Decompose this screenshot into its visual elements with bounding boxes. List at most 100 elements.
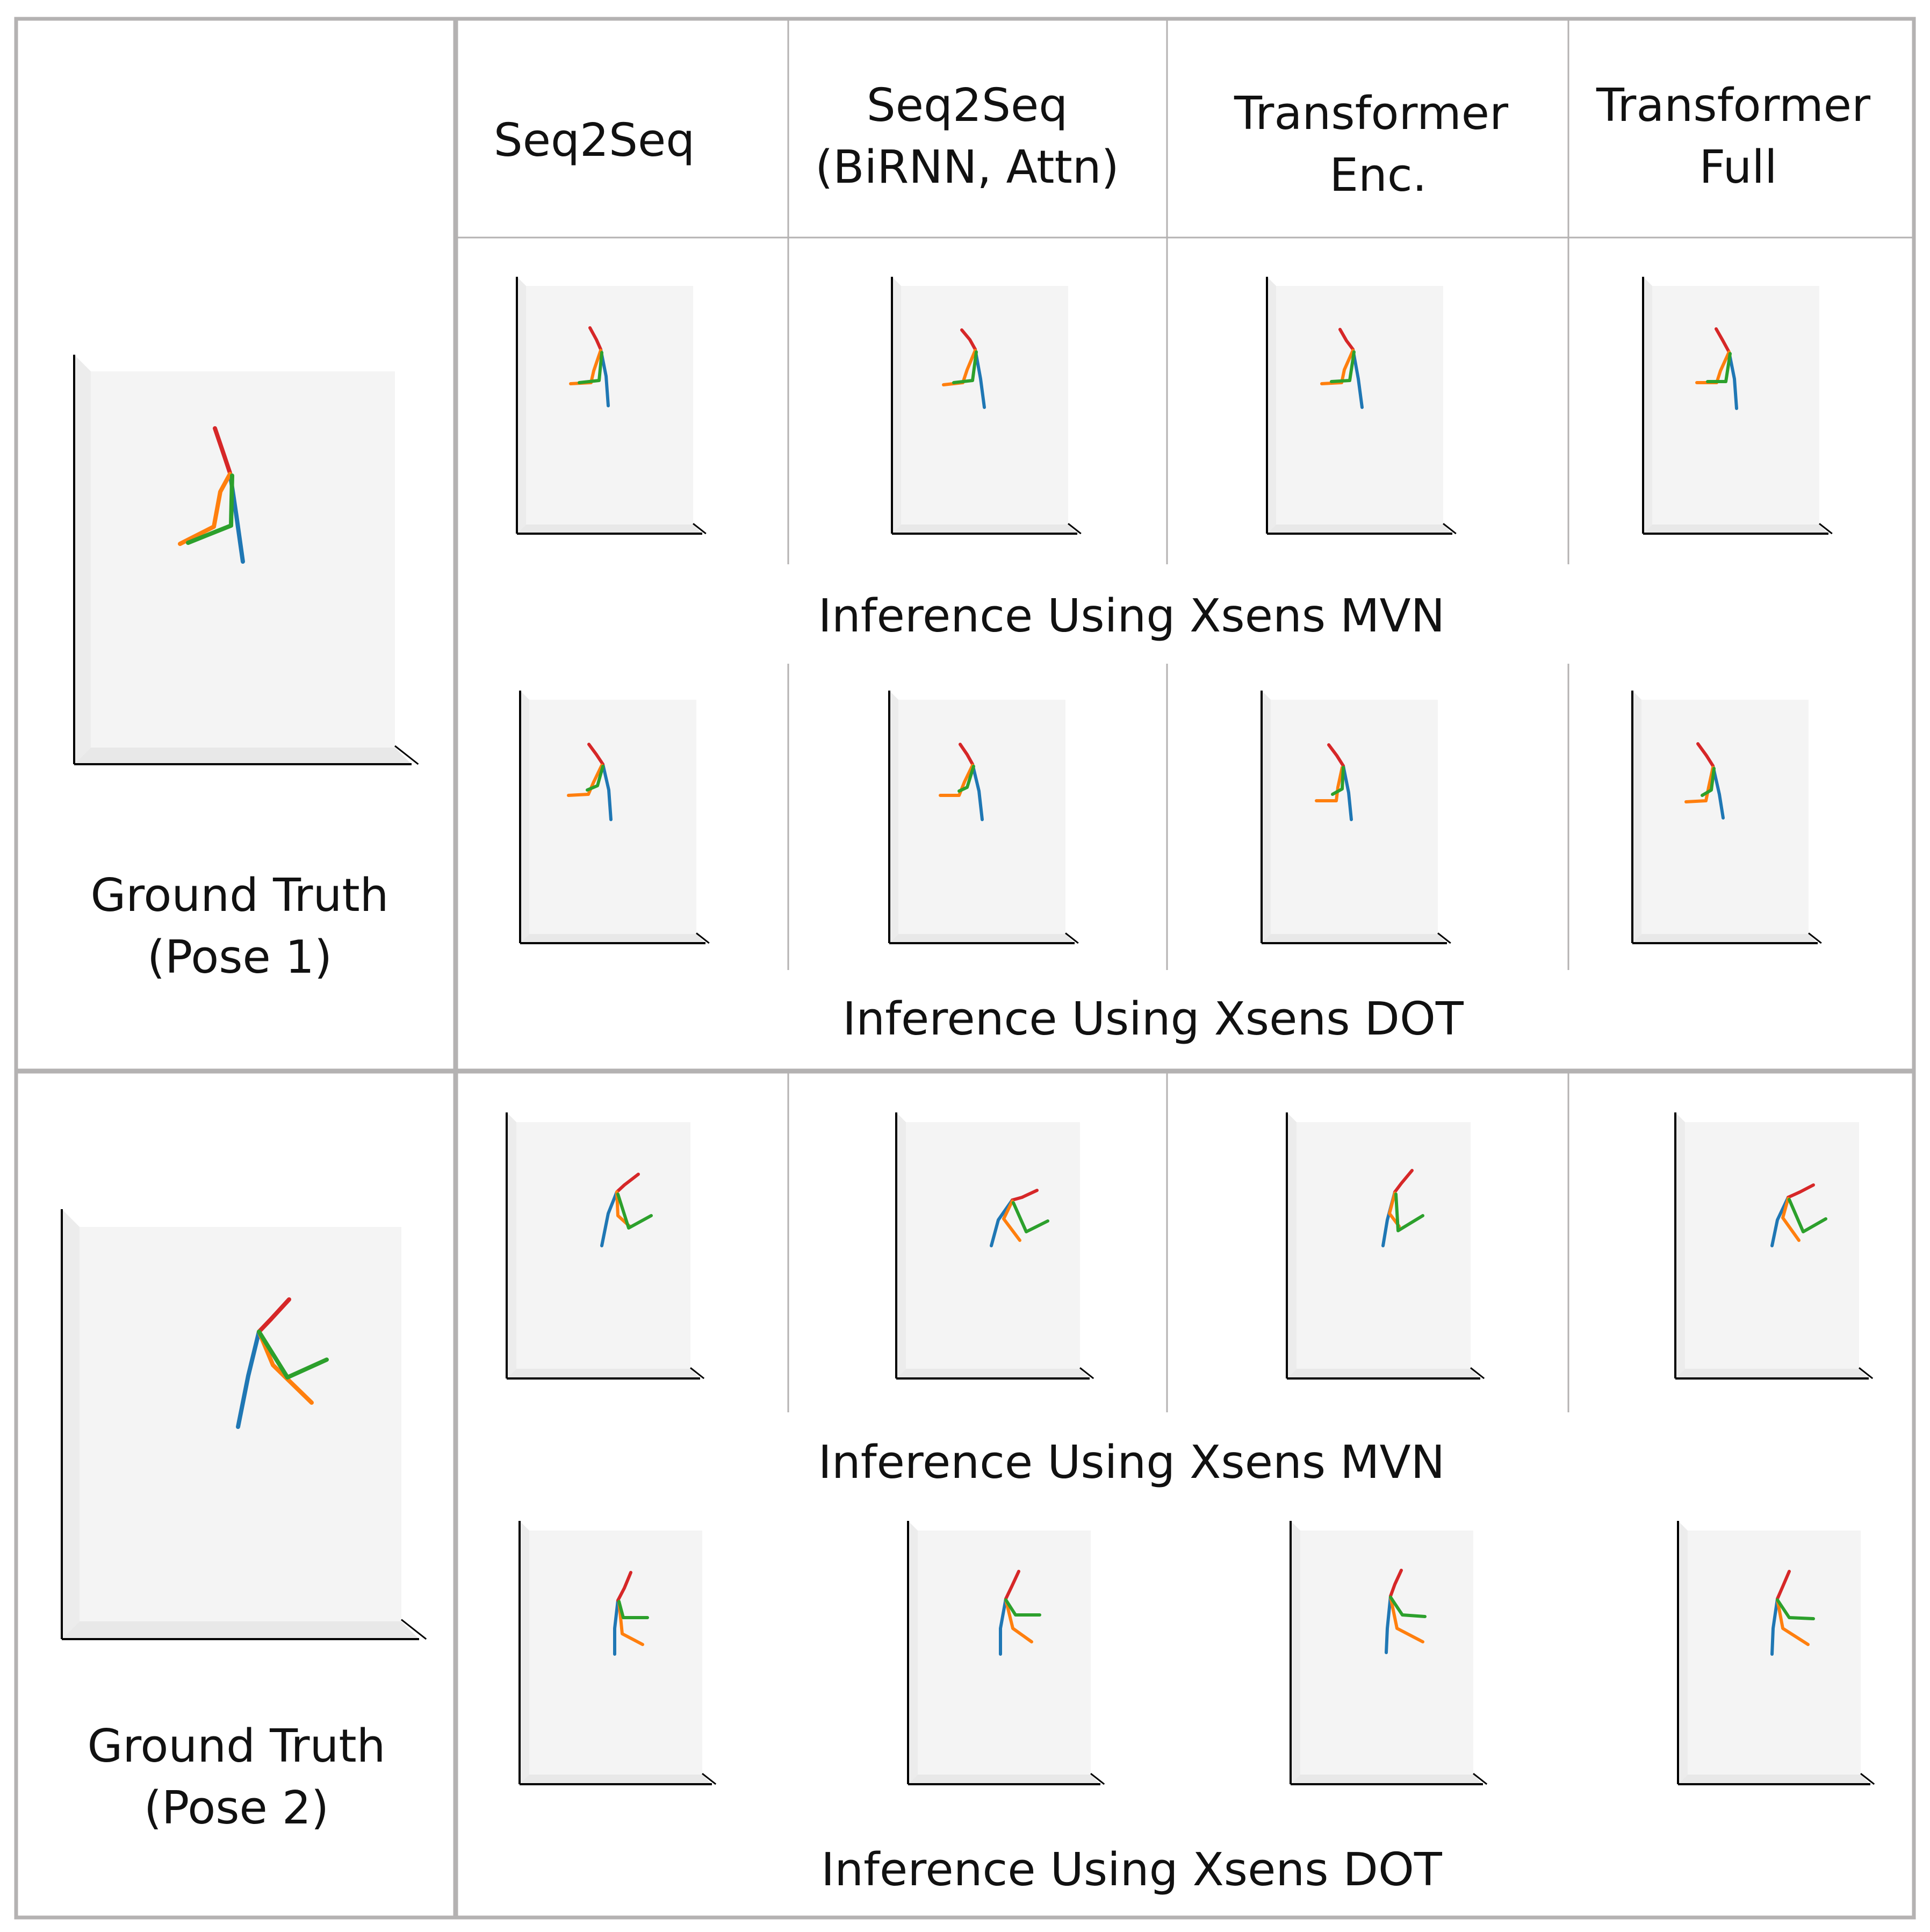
header-seq2seq-attn-line1: Seq2Seq xyxy=(867,79,1068,132)
blue-limb xyxy=(1770,1597,1779,1656)
pose-plots xyxy=(61,277,1875,1785)
depth-axis xyxy=(401,1619,427,1640)
green-limb xyxy=(616,1193,653,1230)
side-pane xyxy=(507,1112,516,1378)
p2-mvn-transformer-enc-axes xyxy=(1286,1112,1485,1380)
green-limb xyxy=(186,473,234,545)
header-transformer-full-line2: Full xyxy=(1699,141,1777,194)
blue-limb xyxy=(1727,350,1738,410)
row-label-pose2-mvn: Inference Using Xsens MVN xyxy=(818,1436,1445,1489)
red-limb xyxy=(257,1297,291,1334)
p2-mvn-seq2seq-attn-pose xyxy=(990,1189,1049,1247)
green-limb xyxy=(1012,1201,1049,1233)
p1-dot-seq2seq-pose xyxy=(567,743,613,821)
blue-limb xyxy=(974,348,986,409)
p1-mvn-seq2seq-attn-pose xyxy=(942,328,986,409)
red-limb xyxy=(1004,1570,1020,1600)
ground-truth-pose2-line1: Ground Truth xyxy=(87,1720,385,1773)
ground-truth-pose1-line1: Ground Truth xyxy=(90,869,388,922)
green-limb xyxy=(1701,767,1716,797)
orange-limb xyxy=(1388,1191,1401,1228)
green-limb xyxy=(1331,766,1345,796)
red-limb xyxy=(1776,1570,1791,1600)
p1-mvn-seq2seq-attn-axes xyxy=(891,277,1082,535)
header-transformer-enc-line2: Enc. xyxy=(1329,149,1427,202)
green-limb xyxy=(1706,352,1732,383)
row-label-pose1-mvn: Inference Using Xsens MVN xyxy=(818,590,1445,643)
blue-limb xyxy=(236,1330,261,1429)
side-pane xyxy=(1632,691,1641,943)
green-limb xyxy=(1330,350,1356,383)
depth-axis xyxy=(702,1773,717,1785)
floor-pane xyxy=(1291,1775,1483,1784)
outer-border xyxy=(14,17,1916,1920)
blue-limb xyxy=(999,1597,1007,1656)
back-pane xyxy=(1271,700,1438,934)
depth-axis xyxy=(1859,1367,1874,1380)
side-pane xyxy=(1643,277,1652,534)
red-limb xyxy=(1715,327,1731,354)
floor-pane xyxy=(1675,1369,1869,1378)
side-pane xyxy=(74,355,91,764)
green-limb xyxy=(1776,1598,1815,1620)
red-limb xyxy=(959,743,974,766)
p1-dot-seq2seq-attn-pose xyxy=(939,743,984,821)
header-seq2seq-attn-line2: (BiRNN, Attn) xyxy=(815,141,1119,194)
depth-axis xyxy=(394,745,419,765)
p2-dot-transformer-full-pose xyxy=(1770,1570,1815,1656)
side-pane xyxy=(520,691,529,943)
orange-limb xyxy=(1004,1598,1033,1643)
green-limb xyxy=(1004,1598,1041,1617)
side-pane xyxy=(1267,277,1276,534)
green-limb xyxy=(1389,1596,1427,1618)
row-label-pose2-dot: Inference Using Xsens DOT xyxy=(821,1843,1443,1897)
back-pane xyxy=(918,1531,1091,1775)
p1-dot-transformer-enc-axes xyxy=(1261,691,1451,944)
side-pane xyxy=(1291,1521,1300,1784)
green-limb xyxy=(578,351,603,384)
red-limb xyxy=(213,426,232,475)
depth-axis xyxy=(1443,523,1457,535)
p2-dot-seq2seq-attn-pose xyxy=(999,1570,1041,1656)
p2-dot-seq2seq-axes xyxy=(518,1521,717,1785)
table-grid xyxy=(14,17,1916,1920)
floor-pane xyxy=(1287,1369,1480,1378)
floor-pane xyxy=(1262,934,1447,943)
side-pane xyxy=(1262,691,1271,943)
back-pane xyxy=(1688,1531,1861,1775)
depth-axis xyxy=(1079,1367,1094,1380)
p1-dot-transformer-full-axes xyxy=(1631,691,1822,944)
floor-pane xyxy=(74,748,412,764)
floor-pane xyxy=(517,525,702,534)
side-pane xyxy=(520,1521,529,1784)
depth-axis xyxy=(1065,932,1079,944)
blue-limb xyxy=(600,1190,618,1247)
blue-limb xyxy=(1385,1595,1392,1654)
orange-limb xyxy=(178,472,232,546)
green-limb xyxy=(952,350,978,384)
p1-mvn-transformer-enc-pose xyxy=(1320,328,1364,409)
p2-mvn-seq2seq-attn-axes xyxy=(895,1112,1094,1380)
green-limb xyxy=(617,1600,649,1619)
blue-limb xyxy=(1770,1196,1790,1247)
back-pane xyxy=(1641,700,1809,934)
green-limb xyxy=(586,765,604,792)
p1-dot-transformer-enc-pose xyxy=(1315,743,1353,821)
gt-pose1-axes xyxy=(73,355,419,765)
side-pane xyxy=(1678,1521,1688,1784)
floor-pane xyxy=(520,934,705,943)
red-limb xyxy=(588,326,602,351)
row-label-pose1-dot: Inference Using Xsens DOT xyxy=(842,993,1464,1046)
p1-mvn-transformer-full-pose xyxy=(1695,327,1738,410)
floor-pane xyxy=(892,525,1077,534)
p2-mvn-transformer-full-axes xyxy=(1674,1112,1874,1380)
orange-limb xyxy=(1781,1197,1801,1242)
back-pane xyxy=(529,700,696,934)
red-limb xyxy=(1389,1569,1403,1598)
side-pane xyxy=(889,691,898,943)
p2-dot-seq2seq-attn-axes xyxy=(907,1521,1105,1785)
p1-mvn-seq2seq-axes xyxy=(516,277,707,535)
floor-pane xyxy=(1643,525,1828,534)
floor-pane xyxy=(520,1775,712,1784)
p1-dot-transformer-full-pose xyxy=(1684,742,1725,820)
